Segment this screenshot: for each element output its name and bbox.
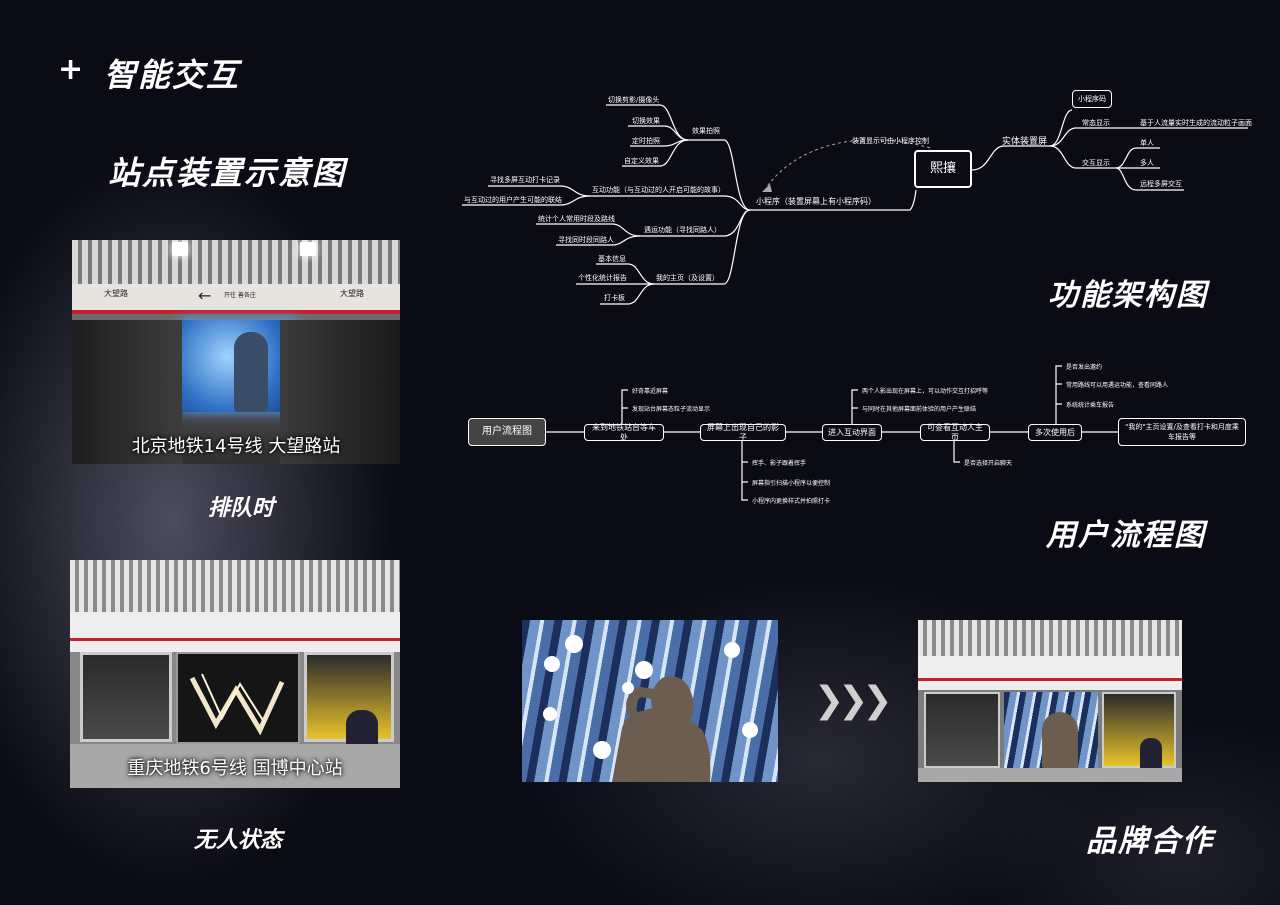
leaf: 基本信息	[598, 255, 626, 263]
flow-note: 屏幕指引扫描小程序以便控制	[752, 480, 831, 487]
ceiling	[72, 240, 400, 284]
station-sign-right: 大望路	[340, 289, 364, 298]
photo-location-label: 北京地铁14号线 大望路站	[131, 436, 341, 457]
chevron-arrows-icon: ❯❯❯	[814, 680, 892, 721]
flow-step: 进入互动界面	[822, 424, 882, 441]
arrow-label: 装置显示可由小程序控制	[852, 137, 929, 145]
group-effect-photo: 效果拍照	[692, 127, 720, 135]
leaf: 寻找多屏互动打卡记录	[490, 176, 560, 184]
idle-caption: 无人状态	[194, 828, 283, 853]
screen-node: 实体装置屏	[1002, 137, 1048, 147]
photo-location-label: 重庆地铁6号线 国博中心站	[127, 758, 343, 779]
center-node-xirang: 熙攘	[914, 150, 972, 188]
beijing-platform-photo: 大望路 ← 开往 善各庄 大望路 北京地铁14号线 大望路站	[72, 240, 400, 464]
flow-step: 多次使用后	[1028, 424, 1082, 441]
chongqing-platform-photo: 重庆地铁6号线 国博中心站	[70, 560, 400, 788]
leaf: 自定义效果	[624, 157, 659, 165]
mini-program-node: 小程序（装置屏幕上有小程序码）	[756, 197, 876, 206]
red-stripe	[72, 310, 400, 314]
person-silhouette	[543, 635, 758, 782]
silhouette-screen-graphic	[522, 620, 778, 782]
flow-note: 两个人影出现在屏幕上，可以动作交互打招呼等	[862, 388, 989, 395]
flow-note: 挥手、影子跟着挥手	[752, 460, 807, 467]
flow-note: 常用路线可以用遇运功能，查看同路人	[1066, 382, 1169, 389]
group-interaction: 互动功能（与互动过的人开启可能的故事）	[592, 186, 725, 194]
function-architecture-title: 功能架构图	[1048, 278, 1208, 313]
signage-band	[72, 284, 400, 310]
station-sign-left: 大望路	[104, 289, 128, 298]
group-home: 我的主页（及设置）	[656, 274, 719, 282]
leaf: 个性化统计报告	[578, 274, 627, 282]
platform-door-left	[924, 692, 1000, 768]
crowd-right	[280, 320, 400, 464]
ceiling	[918, 620, 1182, 656]
leaf: 切换剪影/摄像头	[608, 96, 660, 104]
plus-icon: +	[58, 52, 86, 87]
flow-step: 来到地铁站台等车处	[584, 423, 664, 442]
flow-step: 屏幕上出现自己的影子	[700, 423, 786, 442]
ceiling-light	[172, 242, 188, 256]
interactive-display-node: 交互显示	[1082, 159, 1110, 167]
brand-platform-photo	[918, 620, 1182, 782]
flow-note: 小程序内更换样式并拍照打卡	[752, 498, 831, 505]
leaf: 寻找同时段同路人	[558, 236, 614, 244]
ceiling-light	[300, 242, 316, 256]
flow-note: 是否选择开启聊天	[964, 460, 1013, 467]
platform-floor	[918, 768, 1182, 782]
station-diagram-title: 站点装置示意图	[108, 154, 347, 192]
flow-note: 是否发出邀约	[1066, 364, 1103, 371]
person-silhouette	[234, 332, 268, 412]
person-silhouette	[1042, 712, 1078, 768]
brand-cooperation-title: 品牌合作	[1086, 824, 1214, 859]
flow-note: 与同时在其他屏幕面前体验的用户产生联结	[862, 406, 977, 413]
control-arrow	[765, 139, 931, 189]
leaf: 多人	[1140, 159, 1154, 167]
interactive-screen	[176, 652, 300, 744]
red-stripe	[918, 678, 1182, 681]
section-title: 智能交互	[104, 56, 241, 94]
flow-note: 发现站台屏幕态粒子流动显示	[632, 406, 711, 413]
platform-door-right	[1102, 692, 1176, 768]
flow-end-node: "我的"主页设置/及查看打卡和月度乘车报告等	[1118, 418, 1246, 446]
particle-lines-graphic	[189, 673, 285, 736]
line-map-band	[70, 612, 400, 652]
platform-door-left	[80, 652, 172, 742]
red-stripe	[70, 638, 400, 641]
flow-note: 好奇靠近屏幕	[632, 388, 669, 395]
qr-code-node: 小程序码	[1072, 90, 1112, 108]
flow-step: 可查看互动人主页	[920, 423, 990, 442]
leaf: 定时拍照	[632, 137, 660, 145]
direction-sign: 开往 善各庄	[224, 292, 256, 299]
leaf: 基于人流量实时生成的流动粒子画面	[1140, 119, 1252, 127]
leaf: 与互动过的用户产生可能的联结	[464, 196, 562, 204]
ceiling	[70, 560, 400, 612]
normal-display-node: 常态显示	[1082, 119, 1110, 127]
line-map-band	[918, 656, 1182, 690]
queue-caption: 排队时	[208, 496, 275, 521]
flow-start-node: 用户流程图	[468, 418, 546, 446]
leaf: 切换效果	[632, 117, 660, 125]
leaf: 远程多屏交互	[1140, 180, 1182, 188]
leaf: 打卡板	[604, 294, 625, 302]
user-flow-title: 用户流程图	[1046, 518, 1206, 553]
group-commute: 遇运功能（寻找同路人）	[644, 226, 721, 234]
flow-note: 系统统计乘车报告	[1066, 402, 1115, 409]
leaf: 统计个人常用时段及路线	[538, 215, 615, 223]
leaf: 单人	[1140, 139, 1154, 147]
crowd-left	[72, 320, 182, 464]
direction-arrow-icon: ←	[198, 286, 212, 305]
platform-floor	[70, 744, 400, 788]
